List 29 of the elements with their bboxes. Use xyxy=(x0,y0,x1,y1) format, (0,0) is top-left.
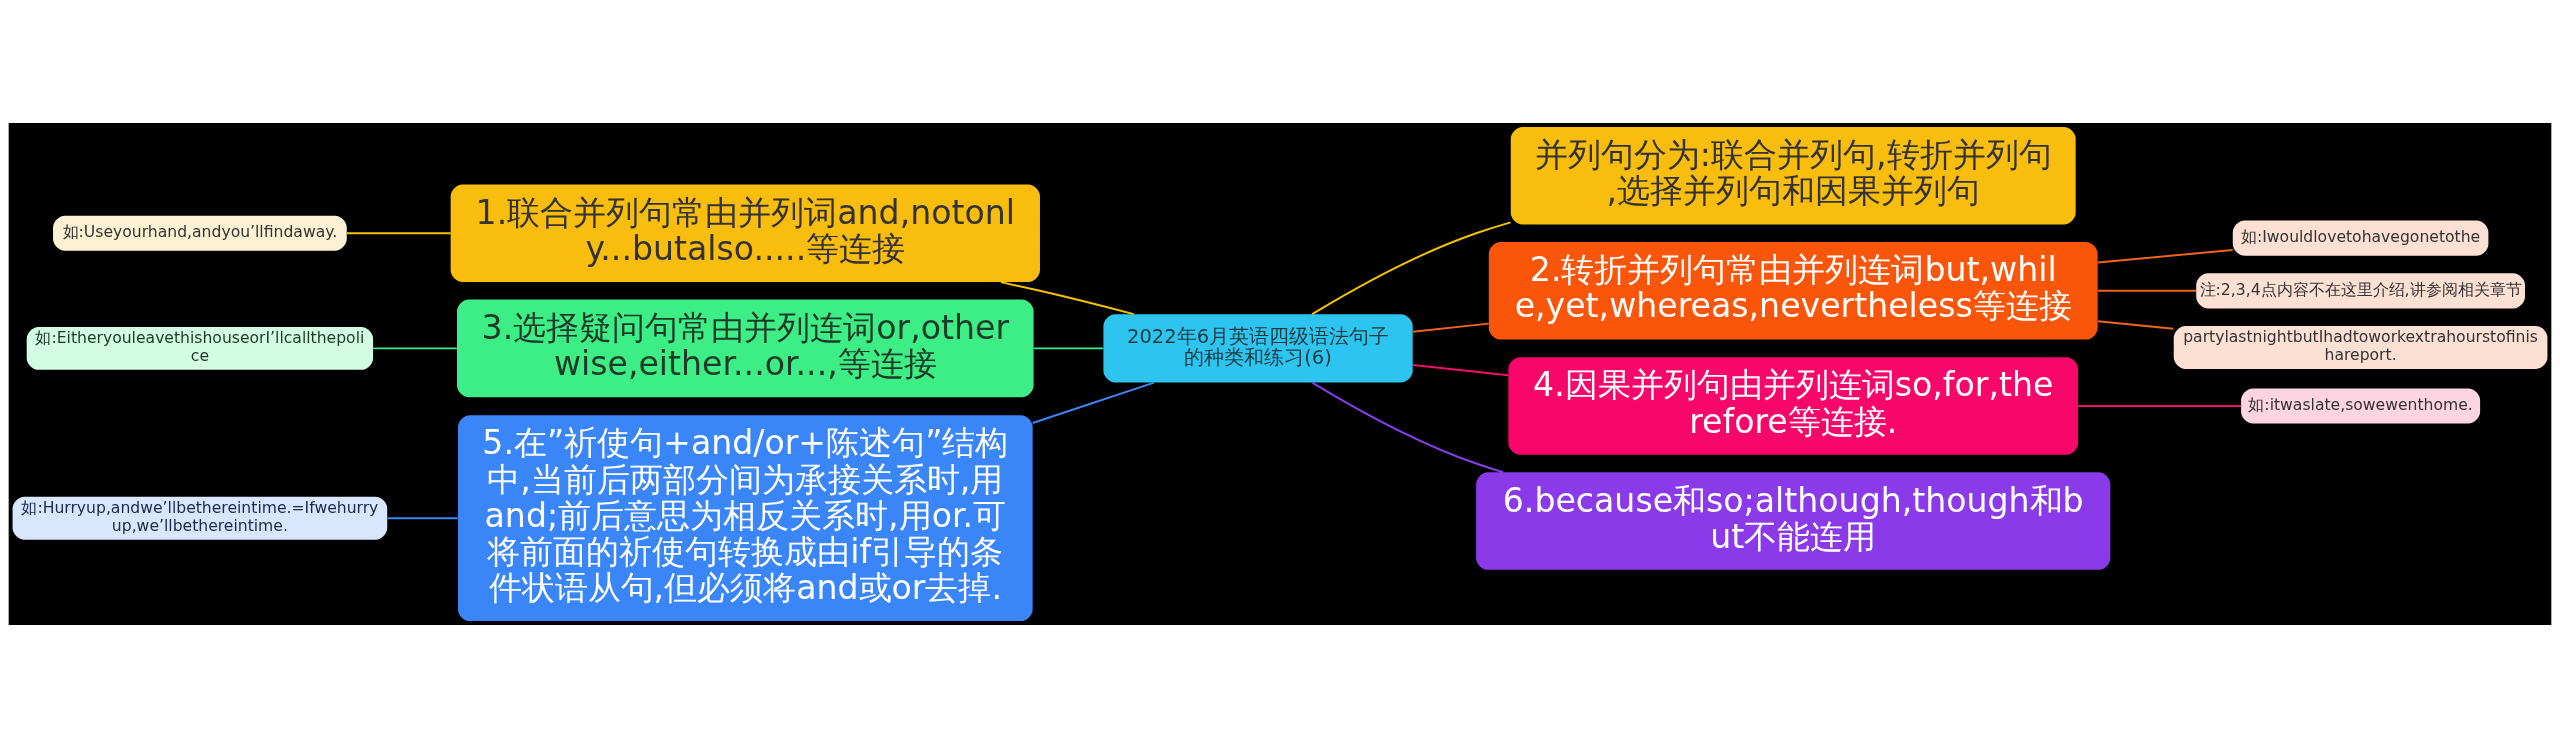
connector xyxy=(1311,381,1505,474)
node-box: 注:2,3,4点内容不在这里介绍,讲参阅相关章节 xyxy=(2196,273,2525,309)
connector xyxy=(2097,249,2234,264)
node-box: 如:itwaslate,sowewenthome. xyxy=(2241,388,2481,424)
connector xyxy=(1031,381,1156,424)
node-box: 如:Hurryup,andwe’llbethereintime.=Ifwehurryup,we’llbethereintime. xyxy=(12,496,388,540)
connector xyxy=(1411,322,1490,333)
node-box: 如:Useyourhand,andyou’llfindaway. xyxy=(53,215,347,251)
connector xyxy=(2097,289,2198,292)
connector xyxy=(2097,320,2175,330)
node-box: 2022年6月英语四级语法句子的种类和练习(6) xyxy=(1103,314,1413,383)
node-box: 3.选择疑问句常由并列连词or,otherwise,either...or...,等连接 xyxy=(457,299,1034,398)
connector xyxy=(1311,221,1512,316)
connector xyxy=(2077,404,2242,407)
node-box: 4.因果并列句由并列连词so,for,therefore等连接. xyxy=(1508,357,2079,455)
connector xyxy=(372,347,458,350)
node-box: 6.because和so;although,though和but不能连用 xyxy=(1476,472,2111,570)
node-box: 如:Iwouldlovetohavegonetothe xyxy=(2232,220,2489,256)
node-box: 如:EitheryouleavethishouseorI’llcallthepolice xyxy=(26,326,374,370)
connector xyxy=(1032,347,1105,350)
node-box: 2.转折并列句常由并列连词but,while,yet,whereas,nevertheless等连接 xyxy=(1488,242,2098,340)
node-box: 1.联合并列句常由并列词and,notonly...butalso.....等连接 xyxy=(450,184,1040,283)
connector xyxy=(1411,364,1510,377)
node-box: partylastnightbutIhadtoworkextrahourstofinishareport. xyxy=(2173,325,2548,369)
connector xyxy=(999,281,1135,316)
node-box: 5.在”祈使句+and/or+陈述句”结构中,当前后两部分间为承接关系时,用and;前后意思为相反关系时,用or.可将前面的祈使句转换成由if引导的条件状语从句,但必须将and或or去掉. xyxy=(457,415,1033,622)
connector xyxy=(386,517,459,520)
connector xyxy=(345,232,452,235)
node-box: 并列句分为:联合并列句,转折并列句,选择并列句和因果并列句 xyxy=(1510,126,2076,225)
